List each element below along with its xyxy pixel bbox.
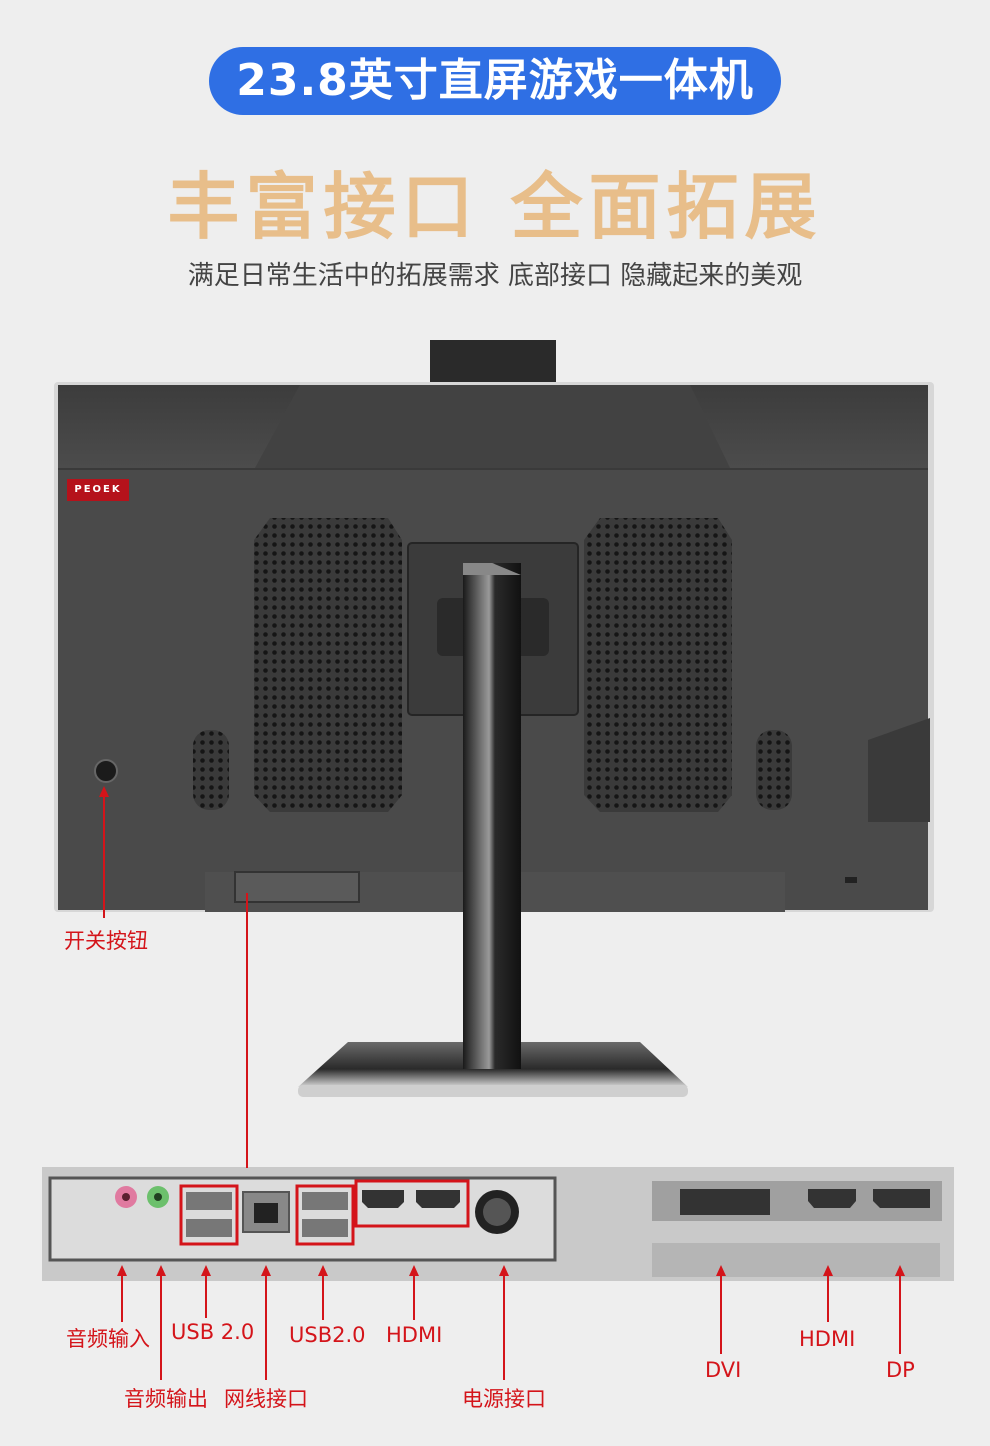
title-badge: 23.8英寸直屏游戏一体机: [209, 47, 781, 115]
right-vent: [584, 518, 732, 812]
audio-out-label: 音频输出: [124, 1387, 208, 1411]
dvi-label: DVI: [705, 1358, 742, 1382]
right-speaker: [756, 730, 792, 810]
power-button[interactable]: [94, 759, 118, 783]
subtitle: 满足日常生活中的拓展需求 底部接口 隐藏起来的美观: [187, 261, 803, 291]
usb2-left-label: USB 2.0: [171, 1320, 255, 1344]
dp-label: DP: [886, 1358, 915, 1382]
hdmi-gpu-label: HDMI: [799, 1327, 856, 1351]
left-speaker: [193, 730, 229, 810]
usb2-right-label: USB2.0: [289, 1323, 366, 1347]
lan-port-label: 网线接口: [224, 1387, 308, 1411]
hdmi-board-label: HDMI: [386, 1323, 443, 1347]
headline: 丰富接口 全面拓展: [167, 165, 823, 249]
power-port-label: 电源接口: [462, 1387, 546, 1411]
webcam: [430, 340, 556, 385]
brand-logo-text: PEOEK: [74, 484, 122, 495]
left-vent: [254, 518, 402, 812]
brand-logo: [67, 479, 129, 501]
stand-neck: [463, 563, 521, 1069]
power-button-label: 开关按钮: [64, 929, 148, 953]
audio-in-label: 音频输入: [66, 1327, 150, 1351]
